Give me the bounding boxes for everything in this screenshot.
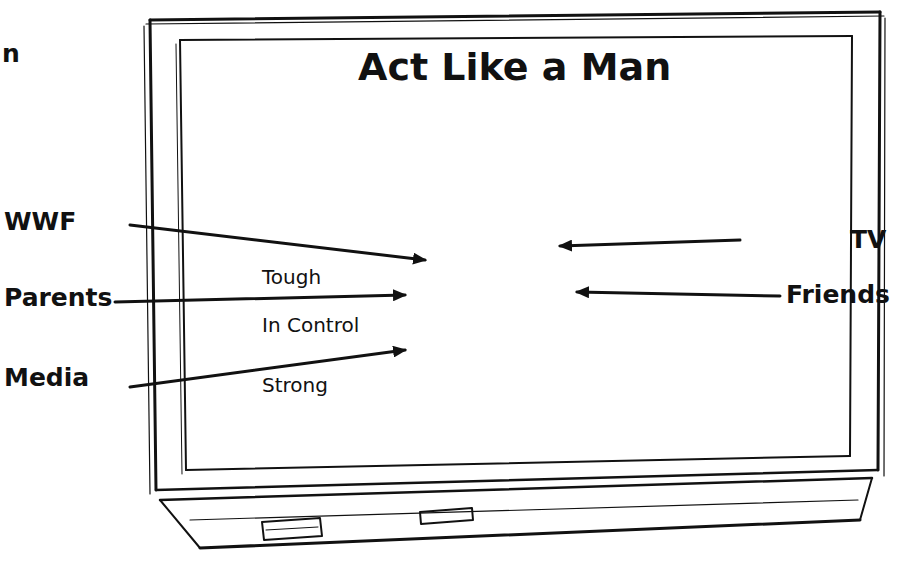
board-word: Tough	[262, 266, 321, 289]
board-word: In Control	[262, 314, 359, 337]
influence-label: TV	[850, 226, 886, 255]
board-title: Act Like a Man	[358, 46, 671, 90]
influence-label: Parents	[4, 284, 112, 313]
influence-label: Friends	[786, 281, 890, 310]
whiteboard: Act Like a ManTough In ControlStrong	[180, 40, 850, 460]
board-word: Strong	[262, 374, 328, 397]
influence-label: Media	[4, 364, 89, 393]
cut-off-letter: n	[2, 40, 20, 69]
influence-label: WWF	[4, 208, 76, 237]
